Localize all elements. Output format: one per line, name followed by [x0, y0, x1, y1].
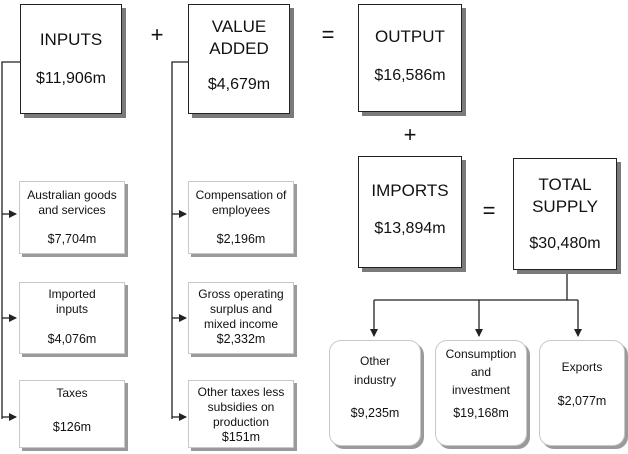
consumption-label-line2: and	[470, 365, 492, 379]
consumption-investment-box: Consumption and investment $19,168m	[435, 340, 527, 446]
gross-operating-label-line3: mixed income	[203, 317, 279, 331]
exports-box: Exports $2,077m	[539, 340, 625, 446]
exports-value: $2,077m	[557, 394, 607, 408]
other-industry-label-line2: industry	[353, 373, 397, 387]
inputs-value: $11,906m	[36, 70, 106, 87]
consumption-label-line1: Consumption	[445, 347, 517, 361]
inputs-bracket-line	[1, 61, 20, 419]
australian-goods-label-line1: Australian goods	[27, 188, 117, 202]
output-value: $16,586m	[374, 67, 446, 84]
other-industry-value: $9,235m	[350, 406, 400, 420]
equals-operator: =	[321, 22, 335, 47]
imports-value: $13,894m	[374, 220, 446, 237]
value-added-title-line2: ADDED	[209, 39, 269, 58]
other-taxes-value: $151m	[221, 430, 261, 444]
compensation-label-line1: Compensation of	[195, 188, 287, 202]
gross-operating-box: Gross operating surplus and mixed income…	[188, 282, 294, 354]
compensation-label-line2: employees	[211, 203, 271, 217]
australian-goods-value: $7,704m	[47, 232, 97, 246]
other-industry-box: Other industry $9,235m	[329, 340, 421, 446]
value-added-value: $4,679m	[207, 76, 271, 93]
other-taxes-label-line1: Other taxes less	[197, 385, 285, 399]
output-title: OUTPUT	[375, 27, 445, 46]
plus-operator: +	[150, 22, 164, 47]
total-supply-title-line1: TOTAL	[538, 175, 592, 194]
inputs-box: INPUTS $11,906m	[20, 4, 122, 114]
consumption-value: $19,168m	[453, 406, 509, 420]
compensation-value: $2,196m	[216, 232, 266, 246]
other-taxes-label-line2: subsidies on	[207, 400, 275, 414]
taxes-box: Taxes $126m	[19, 380, 125, 448]
other-taxes-label-line3: production	[212, 415, 270, 429]
consumption-label-line3: investment	[451, 383, 511, 397]
gross-operating-label-line2: surplus and	[209, 302, 273, 316]
total-supply-box: TOTAL SUPPLY $30,480m	[513, 158, 617, 270]
imports-title: IMPORTS	[371, 181, 449, 200]
imported-inputs-label-line2: inputs	[55, 302, 89, 316]
output-box: OUTPUT $16,586m	[358, 4, 462, 112]
taxes-label: Taxes	[56, 386, 88, 400]
imported-inputs-box: Imported inputs $4,076m	[19, 282, 125, 354]
inputs-title: INPUTS	[39, 30, 103, 49]
equals-operator-2: =	[482, 198, 496, 223]
supply-distribution-line	[374, 270, 578, 301]
australian-goods-label-line2: and services	[38, 203, 106, 217]
total-supply-value: $30,480m	[529, 235, 601, 252]
compensation-box: Compensation of employees $2,196m	[188, 181, 294, 254]
value-added-box: VALUE ADDED $4,679m	[188, 4, 290, 114]
taxes-value: $126m	[52, 420, 92, 434]
imported-inputs-value: $4,076m	[47, 332, 97, 346]
other-taxes-box: Other taxes less subsidies on production…	[188, 380, 294, 448]
australian-goods-box: Australian goods and services $7,704m	[19, 181, 125, 254]
imports-box: IMPORTS $13,894m	[358, 156, 462, 268]
exports-label: Exports	[561, 360, 603, 374]
other-industry-label-line1: Other	[359, 354, 390, 368]
imported-inputs-label-line1: Imported	[48, 287, 96, 301]
gross-operating-label-line1: Gross operating	[198, 287, 284, 301]
gross-operating-value: $2,332m	[216, 332, 266, 346]
value-added-title-line1: VALUE	[211, 17, 267, 36]
plus-operator-2: +	[403, 122, 417, 147]
total-supply-title-line2: SUPPLY	[532, 197, 598, 216]
value-added-bracket-line	[171, 61, 188, 419]
